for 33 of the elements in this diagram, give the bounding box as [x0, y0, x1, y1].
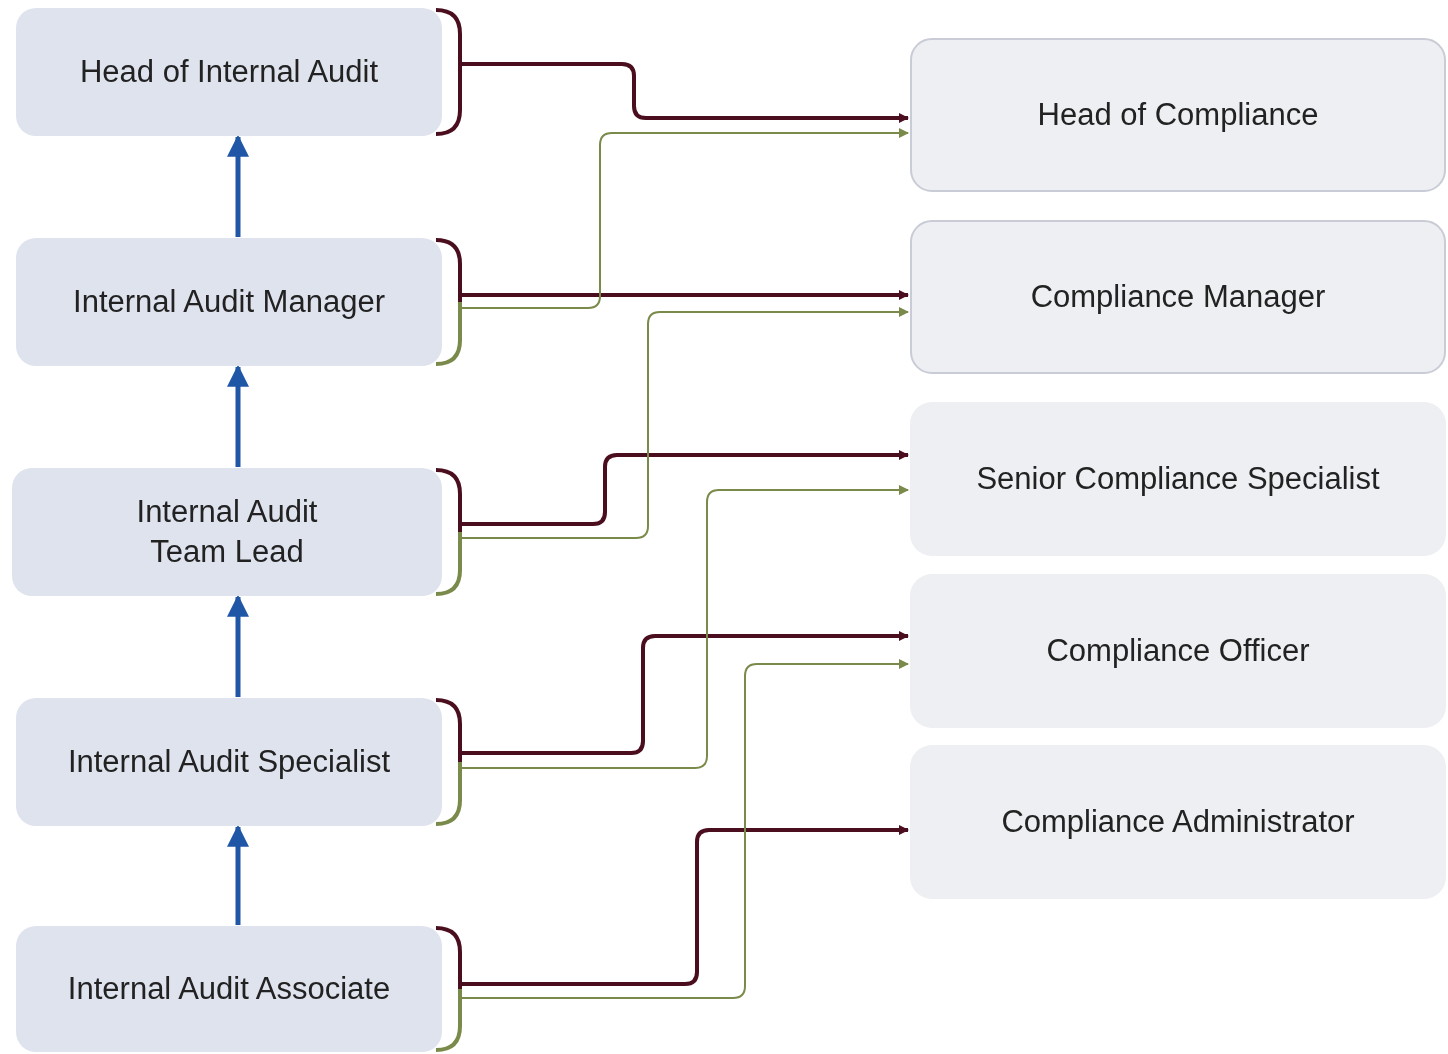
role-box — [16, 8, 462, 136]
arrow — [462, 631, 909, 755]
role-box — [910, 745, 1446, 899]
arrow — [227, 364, 249, 467]
arrow — [462, 825, 909, 986]
role-title: Compliance Manager — [1030, 278, 1326, 316]
role-title: Compliance Administrator — [1001, 803, 1355, 841]
role-title: Compliance Officer — [1046, 632, 1310, 670]
role-title: Internal Audit Specialist — [67, 743, 391, 781]
role-title: Senior Compliance Specialist — [976, 460, 1380, 498]
role-box — [12, 468, 462, 596]
arrow — [461, 485, 909, 769]
role-box — [16, 926, 462, 1052]
role-title: Internal Audit Associate — [67, 970, 391, 1008]
role-title: Internal Audit Manager — [73, 283, 385, 321]
arrow — [461, 659, 909, 999]
arrow — [227, 594, 249, 697]
role-box — [16, 238, 462, 366]
role-title: Internal Audit Team Lead — [135, 493, 319, 571]
role-title: Head of Internal Audit — [79, 53, 379, 91]
role-title: Head of Compliance — [1037, 96, 1319, 134]
arrow — [462, 62, 909, 123]
arrow — [227, 824, 249, 925]
role-box — [910, 402, 1446, 556]
role-box — [910, 220, 1446, 374]
arrow — [461, 128, 909, 309]
arrow — [461, 307, 909, 539]
arrow — [462, 290, 909, 300]
role-box — [16, 698, 462, 826]
role-box — [910, 38, 1446, 192]
role-box — [910, 574, 1446, 728]
arrow — [227, 134, 249, 237]
arrow — [462, 450, 909, 526]
